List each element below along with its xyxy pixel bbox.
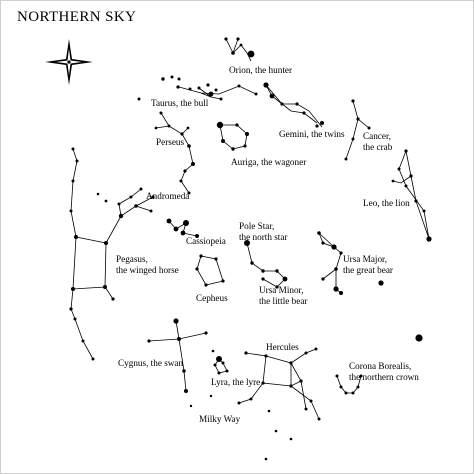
label-cancer-1: Cancer, (363, 131, 391, 141)
label-pegasus-2: the winged horse (116, 265, 179, 275)
constellation-auriga (216, 121, 249, 151)
label-cassiopeia: Cassiopeia (186, 236, 226, 246)
label-leo: Leo, the lion (363, 198, 410, 208)
label-orion: Orion, the hunter (229, 65, 292, 75)
milky-way-stars (189, 394, 213, 408)
label-polestar-2: the north star (239, 232, 287, 242)
label-milky-way: Milky Way (199, 414, 241, 424)
constellation-cassiopeia (166, 218, 199, 238)
constellation-ursa-minor (244, 240, 288, 289)
label-pegasus-1: Pegasus, (116, 254, 148, 264)
label-perseus: Perseus (156, 137, 184, 147)
constellation-pegasus (69, 147, 115, 361)
constellation-andromeda (96, 187, 155, 245)
label-corona-borealis-2: the northern crown (349, 372, 419, 382)
label-taurus: Taurus, the bull (151, 98, 209, 108)
label-lyra: Lyra, the lyre (211, 377, 260, 387)
label-cancer-2: the crab (363, 142, 393, 152)
chart-title: NORTHERN SKY (17, 9, 137, 25)
constellation-hercules (237, 347, 321, 461)
constellation-taurus (137, 75, 258, 101)
label-ursa-minor-2: the little bear (259, 296, 307, 306)
label-polestar-1: Pole Star, (239, 221, 274, 231)
four-point-star-icon (45, 39, 93, 85)
label-hercules: Hercules (266, 342, 299, 352)
constellation-cygnus (147, 318, 208, 393)
constellation-leo (391, 149, 432, 242)
constellation-corona-borealis (335, 334, 423, 395)
label-ursa-minor-1: Ursa Minor, (259, 285, 304, 295)
label-ursa-major-2: the great bear (343, 265, 393, 275)
constellation-cepheus (195, 254, 225, 287)
label-cygnus: Cygnus, the swan (118, 358, 183, 368)
label-corona-borealis-1: Corona Borealis, (349, 361, 411, 371)
constellation-gemini (263, 82, 324, 128)
label-gemini: Gemini, the twins (279, 129, 345, 139)
constellation-cancer (344, 99, 371, 161)
label-andromeda: Andromeda (146, 191, 189, 201)
label-cepheus: Cepheus (196, 293, 228, 303)
label-ursa-major-1: Ursa Major, (343, 254, 387, 264)
constellation-ursa-major (317, 231, 384, 295)
constellation-perseus (154, 111, 195, 195)
constellation-lyra (211, 349, 229, 375)
label-auriga: Auriga, the wagoner (231, 157, 306, 167)
constellation-orion (224, 37, 255, 62)
